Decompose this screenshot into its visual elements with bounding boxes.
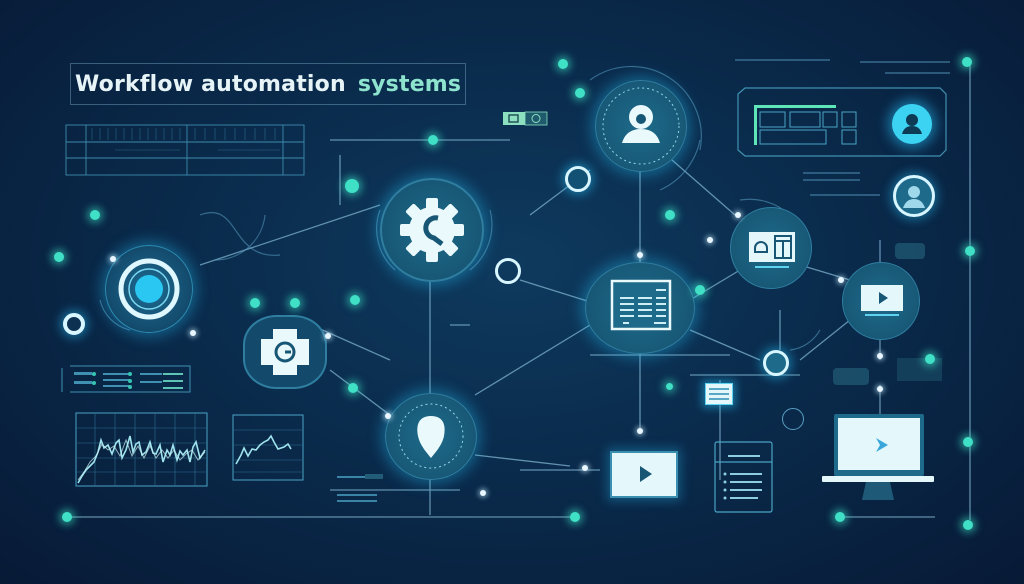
settings-badge-node[interactable]	[243, 315, 327, 389]
user-node[interactable]	[595, 80, 687, 172]
video-node[interactable]	[842, 262, 920, 340]
junction-dot	[385, 413, 391, 419]
node-dot	[348, 383, 358, 393]
junction-dot	[582, 465, 588, 471]
table-icon	[610, 279, 672, 331]
small-ring-node[interactable]	[63, 313, 85, 335]
settings-badge-icon	[261, 329, 309, 375]
junction-dot	[110, 256, 116, 262]
status-panel-frame	[737, 87, 947, 157]
junction-dot	[190, 330, 196, 336]
small-app-node[interactable]	[565, 166, 591, 192]
node-dot	[695, 285, 705, 295]
node-dot	[962, 57, 972, 67]
shield-icon	[398, 403, 464, 469]
page-title: Workflow automation	[75, 71, 346, 97]
toggle-left	[503, 112, 525, 125]
table-node[interactable]	[585, 262, 695, 354]
node-dot	[54, 252, 64, 262]
junction-dot	[637, 428, 643, 434]
shield-node[interactable]	[385, 393, 477, 480]
node-dot	[90, 210, 100, 220]
junction-dot	[735, 212, 741, 218]
node-dot	[62, 512, 72, 522]
node-dot	[965, 246, 975, 256]
junction-dot	[707, 237, 713, 243]
target-node[interactable]	[105, 245, 193, 333]
node-dot	[835, 512, 845, 522]
node-dot	[963, 437, 973, 447]
node-dot	[963, 520, 973, 530]
junction-dot	[877, 353, 883, 359]
user-icon	[602, 87, 680, 165]
node-dot	[428, 135, 438, 145]
node-dot	[350, 295, 360, 305]
user-lock-icon	[902, 114, 922, 134]
monitor-device[interactable]	[822, 412, 934, 512]
audio-node[interactable]	[763, 350, 789, 376]
user-lock-node[interactable]	[892, 104, 932, 144]
node-dot	[665, 210, 675, 220]
server-icon[interactable]	[705, 383, 733, 405]
gear-node[interactable]	[380, 178, 484, 282]
node-dot	[925, 354, 935, 364]
line-chart-1	[75, 412, 208, 487]
title-banner: Workflow automation systems	[70, 63, 466, 105]
target-icon	[118, 258, 180, 320]
junction-dot	[637, 252, 643, 258]
node-dot	[250, 298, 260, 308]
dashboard-node[interactable]	[730, 207, 812, 289]
junction-dot	[480, 490, 486, 496]
page-title-accent: systems	[357, 71, 462, 97]
node-dot	[558, 59, 568, 69]
line-chart-2	[232, 414, 304, 481]
play-icon	[640, 466, 652, 482]
video-icon	[861, 285, 903, 316]
empty-ring	[782, 408, 804, 430]
headset-node[interactable]	[495, 258, 521, 284]
list-document-frame	[714, 441, 773, 513]
junction-dot	[838, 277, 844, 283]
profile-icon	[903, 186, 925, 208]
profile-node[interactable]	[893, 175, 935, 217]
play-card[interactable]	[610, 451, 678, 498]
junction-dot	[325, 333, 331, 339]
junction-dot	[877, 386, 883, 392]
node-dot	[345, 179, 359, 193]
node-dot	[575, 88, 585, 98]
node-dot	[290, 298, 300, 308]
monitor-play-icon	[822, 414, 934, 500]
node-dot	[666, 383, 673, 390]
dashboard-icon	[749, 232, 795, 268]
gear-icon	[400, 198, 464, 262]
node-dot	[570, 512, 580, 522]
